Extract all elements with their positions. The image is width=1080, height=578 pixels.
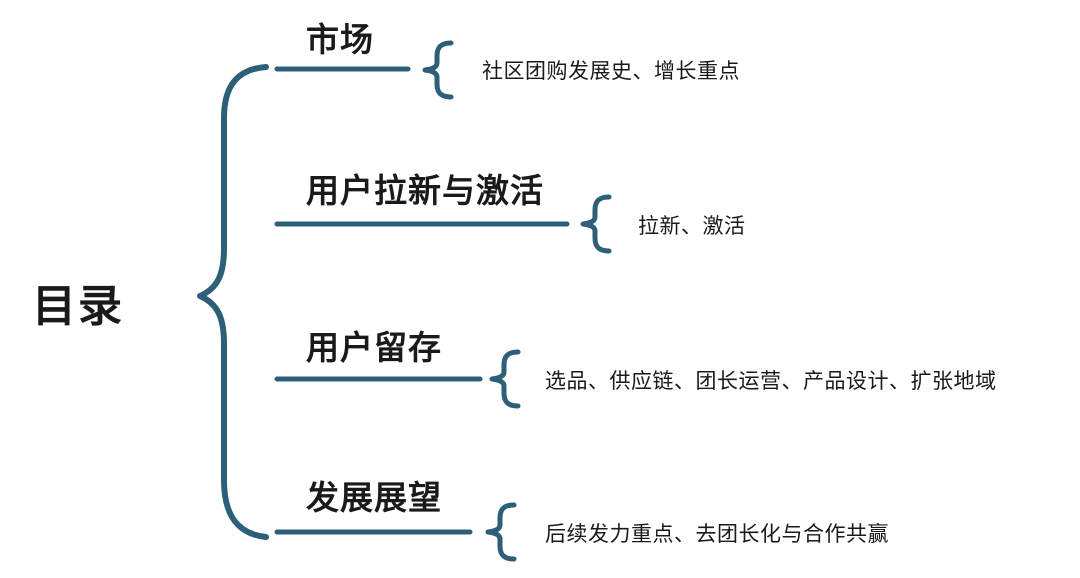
branch-detail-market: 社区团购发展史、增长重点 [482, 60, 740, 83]
branch-heading-outlook: 发展展望 [306, 479, 442, 516]
small-brace-icon [583, 197, 609, 251]
root-brace-icon [197, 64, 269, 540]
small-brace-icon [488, 505, 514, 559]
branch-detail-outlook: 后续发力重点、去团长化与合作共赢 [545, 523, 889, 546]
small-brace-icon [425, 43, 451, 97]
branch-heading-acquisition: 用户拉新与激活 [306, 172, 544, 209]
small-brace-icon [492, 352, 518, 406]
branch-detail-retention: 选品、供应链、团长运营、产品设计、扩张地域 [545, 370, 997, 393]
root-node-label: 目录 [32, 282, 124, 331]
branch-heading-retention: 用户留存 [306, 329, 442, 366]
branch-detail-acquisition: 拉新、激活 [638, 215, 746, 238]
branch-heading-market: 市场 [306, 21, 374, 58]
